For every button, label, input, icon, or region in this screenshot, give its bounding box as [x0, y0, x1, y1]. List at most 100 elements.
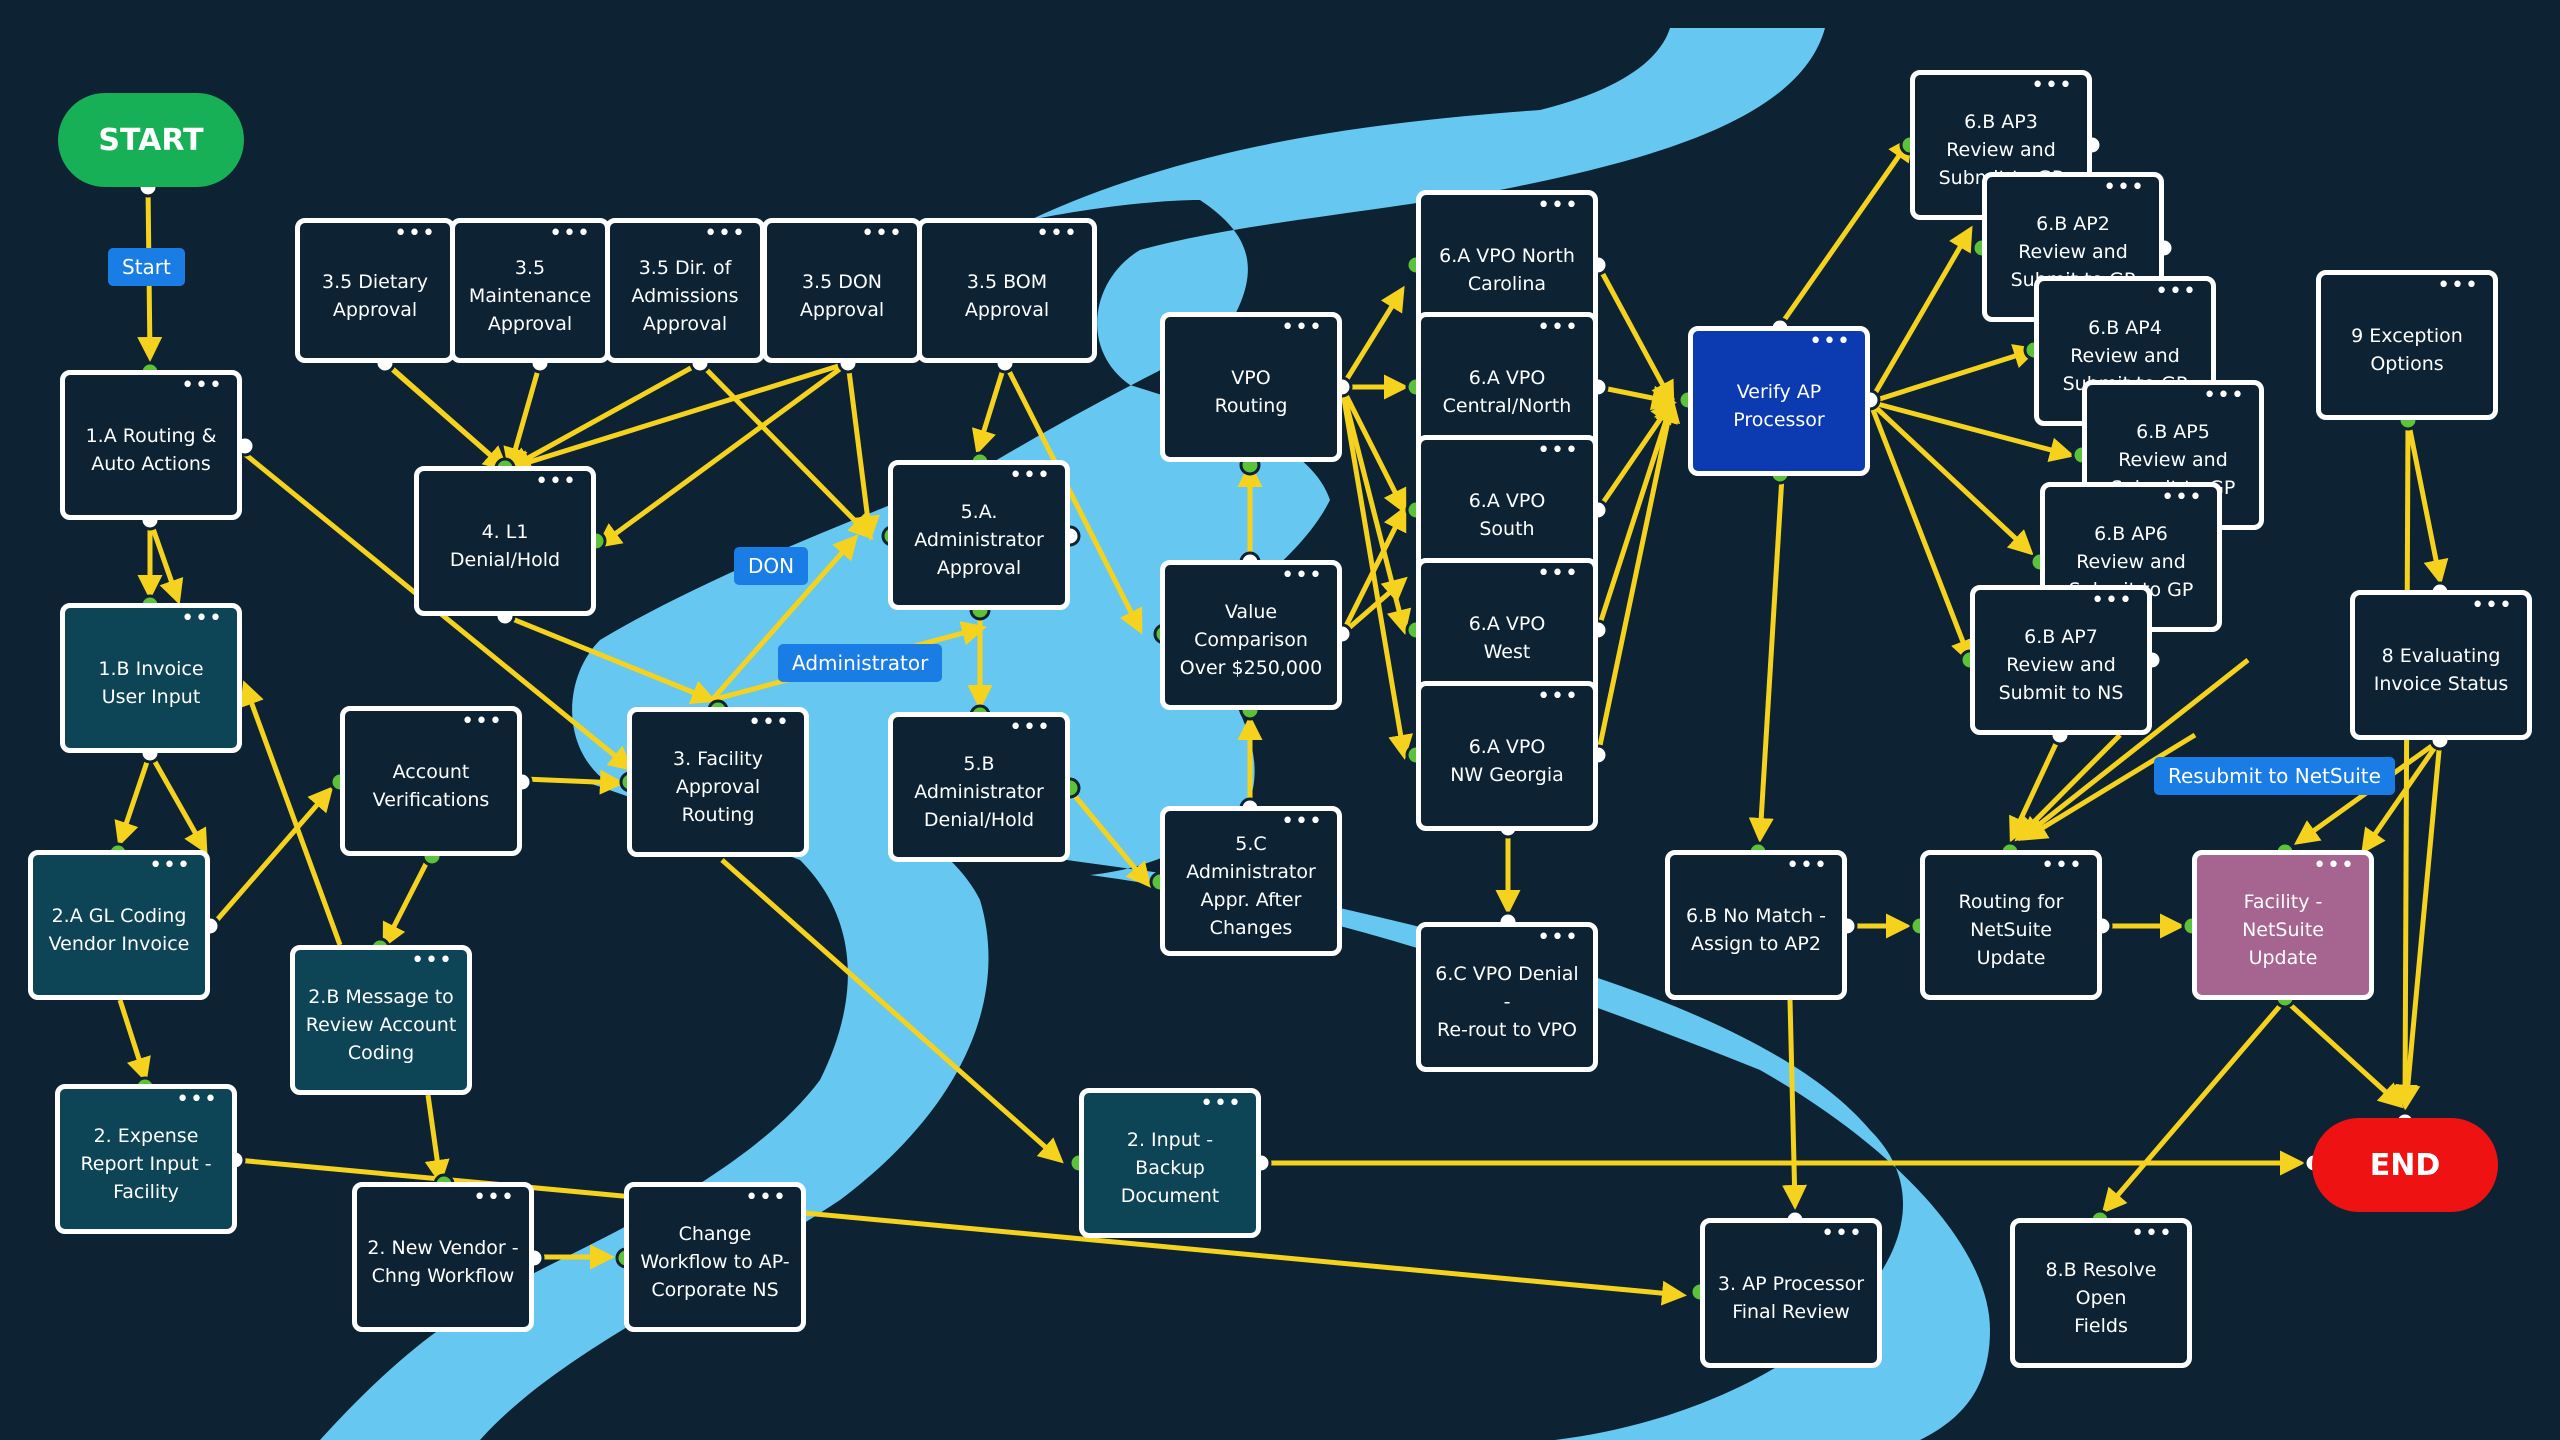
node-label: 2. Expense Report Input - Facility	[80, 1125, 212, 1203]
more-options-icon[interactable]: •••	[2131, 1221, 2173, 1246]
node-label: 3.5 BOM Approval	[964, 270, 1050, 321]
more-options-icon[interactable]: •••	[2041, 853, 2083, 878]
more-options-icon[interactable]: •••	[745, 1185, 787, 1210]
node-n1b[interactable]: •••1.B Invoice User Input	[60, 603, 242, 753]
more-options-icon[interactable]: •••	[549, 221, 591, 246]
end-terminal[interactable]: END	[2312, 1118, 2498, 1212]
connector-arrow	[1868, 400, 2034, 556]
more-options-icon[interactable]: •••	[535, 469, 577, 494]
node-label: 6.C VPO Denial - Re-rout to VPO	[1435, 963, 1579, 1041]
start-terminal[interactable]: START	[58, 93, 244, 187]
more-options-icon[interactable]: •••	[1537, 684, 1579, 709]
more-options-icon[interactable]: •••	[748, 710, 790, 735]
node-nval[interactable]: ••• Value Comparison Over $250,000	[1160, 560, 1342, 710]
more-options-icon[interactable]: •••	[1786, 853, 1828, 878]
node-n5b[interactable]: •••5.B Administrator Denial/Hold	[888, 712, 1070, 862]
more-options-icon[interactable]: •••	[1537, 925, 1579, 950]
node-label: Account Verifications	[372, 761, 490, 811]
more-options-icon[interactable]: •••	[2091, 588, 2133, 613]
more-options-icon[interactable]: •••	[1281, 809, 1323, 834]
connector-arrow	[1339, 285, 1405, 389]
node-n2a[interactable]: •••2.A GL Coding Vendor Invoice	[28, 850, 210, 1000]
node-n35maint[interactable]: •••3.5 Maintenance Approval	[450, 218, 610, 363]
node-label: Value Comparison Over $250,000	[1179, 601, 1323, 679]
more-options-icon[interactable]: •••	[2471, 593, 2513, 618]
more-options-icon[interactable]: •••	[1009, 715, 1051, 740]
node-nroute[interactable]: ••• Routing for NetSuite Update	[1920, 850, 2102, 1000]
node-label: 6.B AP7 Review and Submit to NS	[1998, 626, 2124, 704]
node-nchg[interactable]: •••Change Workflow to AP- Corporate NS	[624, 1182, 806, 1332]
more-options-icon[interactable]: •••	[2031, 73, 2073, 98]
more-options-icon[interactable]: •••	[1009, 463, 1051, 488]
node-n1a[interactable]: ••• 1.A Routing & Auto Actions	[60, 370, 242, 520]
more-options-icon[interactable]: •••	[1537, 315, 1579, 340]
node-n2b[interactable]: •••2.B Message to Review Account Coding	[290, 945, 472, 1095]
more-options-icon[interactable]: •••	[2103, 175, 2145, 200]
node-nfac[interactable]: •••Facility - NetSuite Update	[2192, 850, 2374, 1000]
more-options-icon[interactable]: •••	[1281, 563, 1323, 588]
more-options-icon[interactable]: •••	[176, 1087, 218, 1112]
connector-arrow	[383, 361, 509, 472]
more-options-icon[interactable]: •••	[2313, 853, 2355, 878]
node-n3fac[interactable]: ••• 3. Facility Approval Routing	[627, 707, 809, 857]
more-options-icon[interactable]: •••	[473, 1185, 515, 1210]
more-options-icon[interactable]: •••	[149, 853, 191, 878]
connector-arrow	[1068, 788, 1152, 888]
node-n2exp[interactable]: ••• 2. Expense Report Input - Facility	[55, 1084, 237, 1234]
more-options-icon[interactable]: •••	[181, 606, 223, 631]
node-n35dir[interactable]: ••• 3.5 Dir. of Admissions Approval	[605, 218, 765, 363]
more-options-icon[interactable]: •••	[2161, 485, 2203, 510]
more-options-icon[interactable]: •••	[1537, 561, 1579, 586]
more-options-icon[interactable]: •••	[861, 221, 903, 246]
connector-arrow	[117, 999, 151, 1083]
node-n5a[interactable]: ••• 5.A. Administrator Approval	[888, 460, 1070, 610]
node-n8eval[interactable]: •••8 Evaluating Invoice Status	[2350, 590, 2532, 740]
node-n6nw[interactable]: •••6.A VPO NW Georgia	[1416, 681, 1598, 831]
more-options-icon[interactable]: •••	[1537, 193, 1579, 218]
node-n3ap[interactable]: •••3. AP Processor Final Review	[1700, 1218, 1882, 1368]
more-options-icon[interactable]: •••	[2155, 279, 2197, 304]
more-options-icon[interactable]: •••	[1036, 221, 1078, 246]
more-options-icon[interactable]: •••	[2203, 383, 2245, 408]
node-n35don[interactable]: •••3.5 DON Approval	[762, 218, 922, 363]
node-nacct[interactable]: ••• Account Verifications	[340, 706, 522, 856]
more-options-icon[interactable]: •••	[461, 709, 503, 734]
node-n2nv[interactable]: •••2. New Vendor - Chng Workflow	[352, 1182, 534, 1332]
node-n35bom[interactable]: ••• 3.5 BOM Approval	[917, 218, 1097, 363]
node-n2inp[interactable]: •••2. Input - Backup Document	[1079, 1088, 1261, 1238]
node-n9[interactable]: •••9 Exception Options	[2316, 270, 2498, 420]
node-label: 1.A Routing & Auto Actions	[85, 425, 217, 475]
node-nvpo[interactable]: •••VPO Routing	[1160, 312, 1342, 462]
more-options-icon[interactable]: •••	[1200, 1091, 1242, 1116]
node-n4l1[interactable]: •••4. L1 Denial/Hold	[414, 466, 596, 616]
more-options-icon[interactable]: •••	[1537, 438, 1579, 463]
node-n6c[interactable]: ••• 6.C VPO Denial - Re-rout to VPO	[1416, 922, 1598, 1072]
node-label: 3. Facility Approval Routing	[673, 748, 763, 826]
connector-arrow	[971, 362, 1008, 455]
node-n8b[interactable]: •••8.B Resolve Open Fields	[2010, 1218, 2192, 1368]
connector-arrow	[1869, 399, 2075, 462]
more-options-icon[interactable]: •••	[1809, 329, 1851, 354]
connector-arrow	[147, 751, 208, 855]
connector-arrow	[505, 360, 849, 475]
more-options-icon[interactable]: •••	[2437, 273, 2479, 298]
node-label: 3.5 Dir. of Admissions Approval	[631, 256, 739, 335]
node-label: Verify AP Processor	[1733, 381, 1825, 431]
node-nverify[interactable]: ••• Verify AP Processor	[1688, 326, 1870, 476]
connector-arrow	[1339, 385, 1407, 515]
more-options-icon[interactable]: •••	[411, 948, 453, 973]
node-n35diet[interactable]: •••3.5 Dietary Approval	[295, 218, 455, 363]
node-label: 5.A. Administrator Approval	[914, 501, 1044, 579]
node-n5c[interactable]: •••5.C Administrator Appr. After Changes	[1160, 806, 1342, 956]
node-label: Routing for NetSuite Update	[1958, 891, 2064, 969]
connector-arrow	[1339, 505, 1407, 636]
connector-arrow	[1867, 225, 1973, 404]
node-label: 6.A VPO South	[1468, 490, 1546, 540]
more-options-icon[interactable]: •••	[394, 221, 436, 246]
more-options-icon[interactable]: •••	[1281, 315, 1323, 340]
node-nnomatch[interactable]: •••6.B No Match - Assign to AP2	[1665, 850, 1847, 1000]
node-nap7[interactable]: ••• 6.B AP7 Review and Submit to NS	[1970, 585, 2152, 735]
more-options-icon[interactable]: •••	[181, 373, 223, 398]
more-options-icon[interactable]: •••	[704, 221, 746, 246]
more-options-icon[interactable]: •••	[1821, 1221, 1863, 1246]
